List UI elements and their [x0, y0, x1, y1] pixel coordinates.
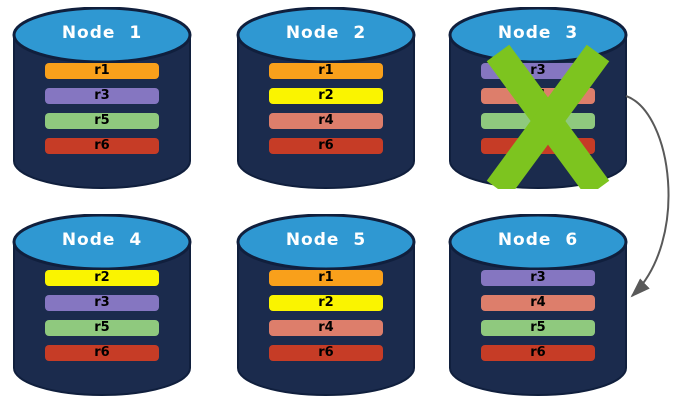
node-title: Node 3 — [497, 23, 579, 43]
record-bar-r5: r5 — [45, 113, 159, 129]
record-bar-r3: r3 — [481, 270, 595, 286]
record-bar-r6: r6 — [269, 138, 383, 154]
record-list: r2 r3 r5 r6 — [45, 270, 159, 370]
record-bar-r4: r4 — [481, 295, 595, 311]
record-bar-r5: r5 — [481, 320, 595, 336]
failure-x-icon — [486, 44, 610, 189]
record-list: r1 r2 r4 r6 — [269, 63, 383, 163]
node-title: Node 2 — [285, 23, 367, 43]
node-2: Node 2 r1 r2 r4 r6 — [236, 7, 416, 189]
record-bar-r4: r4 — [269, 113, 383, 129]
record-bar-r3: r3 — [45, 88, 159, 104]
record-list: r3 r4 r5 r6 — [481, 270, 595, 370]
record-bar-r2: r2 — [45, 270, 159, 286]
record-bar-r1: r1 — [269, 63, 383, 79]
node-title: Node 1 — [61, 23, 143, 43]
node-6: Node 6 r3 r4 r5 r6 — [448, 214, 628, 396]
record-list: r1 r3 r5 r6 — [45, 63, 159, 163]
record-bar-r6: r6 — [481, 345, 595, 361]
record-bar-r3: r3 — [45, 295, 159, 311]
record-bar-r6: r6 — [45, 345, 159, 361]
record-list: r1 r2 r4 r6 — [269, 270, 383, 370]
record-bar-r6: r6 — [45, 138, 159, 154]
node-title: Node 5 — [285, 230, 367, 250]
record-bar-r4: r4 — [269, 320, 383, 336]
node-title: Node 4 — [61, 230, 143, 250]
node-title: Node 6 — [497, 230, 579, 250]
record-bar-r1: r1 — [269, 270, 383, 286]
record-bar-r1: r1 — [45, 63, 159, 79]
node-5: Node 5 r1 r2 r4 r6 — [236, 214, 416, 396]
record-bar-r2: r2 — [269, 295, 383, 311]
node-1: Node 1 r1 r3 r5 r6 — [12, 7, 192, 189]
record-bar-r2: r2 — [269, 88, 383, 104]
record-bar-r6: r6 — [269, 345, 383, 361]
record-bar-r5: r5 — [45, 320, 159, 336]
node-4: Node 4 r2 r3 r5 r6 — [12, 214, 192, 396]
